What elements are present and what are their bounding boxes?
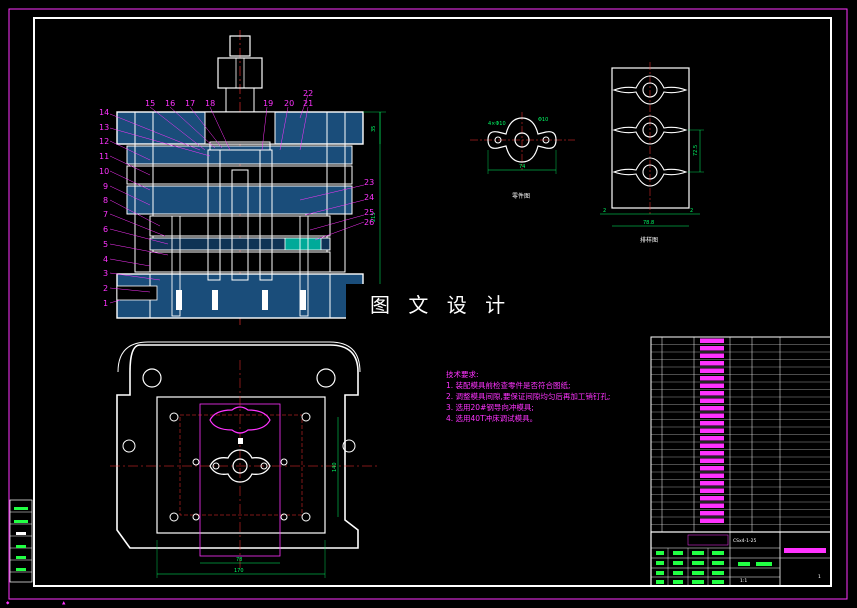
bom-name-cell [700,346,724,351]
left-margin-strip [9,499,33,583]
part-no-1: 1 [103,299,108,308]
bom-name-cell [700,428,724,433]
title-block: CSx4-1-25 1:1 1 [650,531,832,587]
part-no-25: 25 [364,208,374,217]
part-leaders [109,94,365,304]
bom-name-cell [700,398,724,403]
part-no-15: 15 [145,99,155,108]
dim-height-top: 35 [371,126,377,132]
layout-dim-width: 78.8 [643,220,654,226]
corner-mark-right: ▲ [62,601,66,606]
watermark-backdrop [346,284,506,324]
plan-dim-outer: 170 [234,568,244,574]
part-no-11: 11 [99,152,109,161]
part-no-26: 26 [364,218,374,227]
part-view: 74 Φ10 4×Φ10 零件图 [470,112,575,200]
part-dim-width: 74 [519,164,525,170]
part-no-13: 13 [99,123,109,132]
layout-view-caption: 排样图 [640,236,658,244]
bom-name-cell [700,421,724,426]
bom-name-cell [700,496,724,501]
part-no-9: 9 [103,182,108,191]
bom-name-cell [700,406,724,411]
watermark-text: 图 文 设 计 [370,293,511,317]
sheet-inner-frame [33,17,832,587]
part-view-caption: 零件图 [512,192,530,200]
part-no-23: 23 [364,178,374,187]
part-no-3: 3 [103,269,108,278]
bom-name-cell [700,368,724,373]
part-no-5: 5 [103,240,108,249]
bom-name-cell [700,338,724,343]
part-no-4: 4 [103,255,108,264]
bom-name-cell [700,436,724,441]
bom-name-cell [700,451,724,456]
layout-dim-pitch: 72.5 [693,145,699,156]
bom-name-cell [700,488,724,493]
bom-name-cell [700,466,724,471]
tech-note-3: 3. 选用20#钢导向冲模具; [446,402,534,412]
part-no-21: 21 [303,99,313,108]
part-no-2: 2 [103,284,108,293]
bom-name-cell [700,473,724,478]
tech-note-4: 4. 选用40T冲床调试模具。 [446,413,537,423]
part-dim-left: 4×Φ10 [488,121,506,127]
bom-name-cell [700,376,724,381]
title-scale: 1:1 [740,578,747,584]
bom-name-cell [700,503,724,508]
corner-mark-left: ◆ [6,601,10,606]
part-no-18: 18 [205,99,215,108]
part-no-8: 8 [103,196,108,205]
bom-name-cell [700,353,724,358]
section-view: 35 215 [116,30,386,325]
bom-name-cell [700,511,724,516]
bom-name-cell [700,361,724,366]
bom-name-cell [700,413,724,418]
part-no-16: 16 [165,99,175,108]
part-no-20: 20 [284,99,294,108]
tech-note-1: 1. 装配模具前检查零件是否符合图纸; [446,380,571,390]
tech-notes-title: 技术要求: [446,369,479,379]
layout-dim-edge-left: 2 [603,208,606,214]
bom-name-cell [700,458,724,463]
part-no-14: 14 [99,108,109,117]
part-no-10: 10 [99,167,109,176]
bom-name-cell [700,481,724,486]
layout-dim-edge-right: 2 [690,208,693,214]
part-dim-hole: Φ10 [538,117,548,123]
part-no-22: 22 [303,89,313,98]
title-drawing-no: CSx4-1-25 [733,538,756,544]
title-sheet: 1 [818,574,821,580]
tech-note-2: 2. 调整模具间隙,要保证间隙均匀后再加工销钉孔; [446,391,610,401]
part-no-24: 24 [364,193,374,202]
part-no-7: 7 [103,210,108,219]
part-number-labels: 1 2 3 4 5 6 7 8 9 10 11 12 13 14 15 16 1… [99,89,374,308]
part-no-19: 19 [263,99,273,108]
bom-name-cell [700,518,724,523]
plan-view: 78 170 140 [110,341,380,578]
bill-of-materials [650,336,832,533]
part-no-12: 12 [99,137,109,146]
part-no-17: 17 [185,99,195,108]
plan-dim-side: 140 [332,462,338,472]
dim-height-total: 215 [371,212,377,222]
plan-dim-inner: 78 [236,557,242,563]
bom-name-cell [700,383,724,388]
bom-name-cell [700,391,724,396]
layout-view: 72.5 2 2 78.8 排样图 [600,62,704,244]
bom-name-cell [700,443,724,448]
sheet-outer-frame [8,8,848,600]
part-no-6: 6 [103,225,108,234]
technical-notes: 技术要求: 1. 装配模具前检查零件是否符合图纸; 2. 调整模具间隙,要保证间… [446,369,610,423]
